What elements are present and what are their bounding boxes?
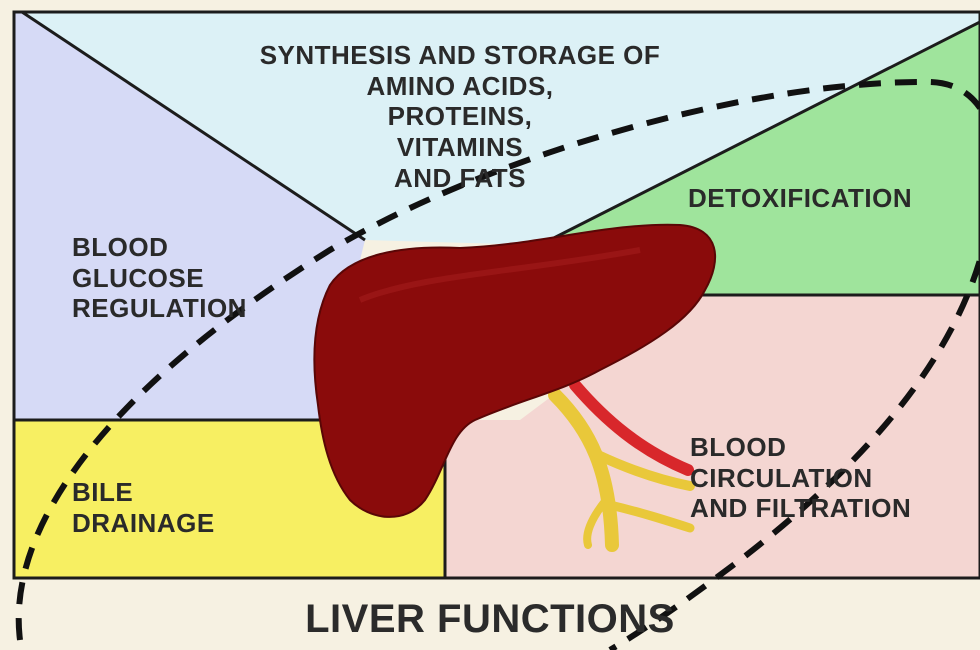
circulation-line-3: AND FILTRATION: [690, 493, 911, 524]
synthesis-line-4: VITAMINS: [190, 132, 730, 163]
circulation-line-2: CIRCULATION: [690, 463, 911, 494]
glucose-line-1: BLOOD: [72, 232, 247, 263]
bile-line-1: BILE: [72, 477, 215, 508]
synthesis-line-2: AMINO ACIDS,: [190, 71, 730, 102]
glucose-label: BLOOD GLUCOSE REGULATION: [72, 232, 247, 324]
bile-line-2: DRAINAGE: [72, 508, 215, 539]
glucose-line-3: REGULATION: [72, 293, 247, 324]
detoxification-line-1: DETOXIFICATION: [688, 183, 912, 214]
synthesis-label: SYNTHESIS AND STORAGE OF AMINO ACIDS, PR…: [190, 40, 730, 193]
glucose-line-2: GLUCOSE: [72, 263, 247, 294]
detoxification-label: DETOXIFICATION: [688, 183, 912, 214]
bile-label: BILE DRAINAGE: [72, 477, 215, 538]
diagram-title: LIVER FUNCTIONS: [0, 596, 980, 643]
circulation-line-1: BLOOD: [690, 432, 911, 463]
circulation-label: BLOOD CIRCULATION AND FILTRATION: [690, 432, 911, 524]
synthesis-line-5: AND FATS: [190, 163, 730, 194]
synthesis-line-1: SYNTHESIS AND STORAGE OF: [190, 40, 730, 71]
synthesis-line-3: PROTEINS,: [190, 101, 730, 132]
